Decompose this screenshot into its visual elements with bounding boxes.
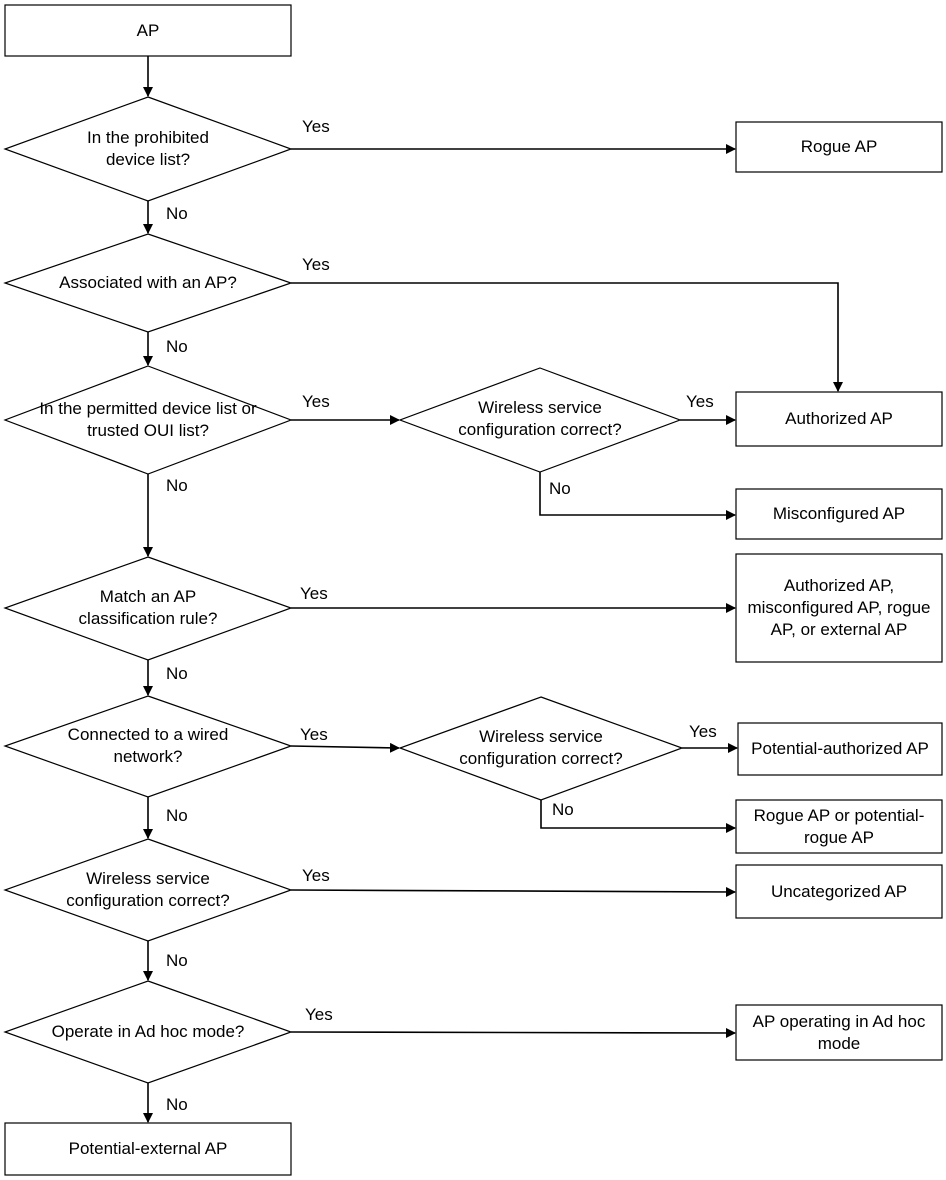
edge-label-adhoc-no: No	[166, 1095, 188, 1114]
label-uncategorized-ap: Uncategorized AP	[770, 881, 908, 901]
edge-label-permitted-no: No	[166, 476, 188, 495]
box-rogue-ap	[735, 121, 943, 173]
edge-label-wireless-cfg-2-no: No	[552, 800, 574, 819]
edge-label-permitted-yes: Yes	[302, 392, 330, 411]
box-classification-result	[735, 553, 943, 663]
edge-label-prohibited-no: No	[166, 204, 188, 223]
edge-label-adhoc-yes: Yes	[305, 1005, 333, 1024]
label-potential-external-ap: Potential-external AP	[68, 1139, 228, 1158]
edge-wireless-cfg-2-no	[540, 800, 736, 833]
edge-label-wireless-cfg-3-yes: Yes	[302, 866, 330, 885]
label-prohibited: In the prohibited device list?	[87, 128, 209, 169]
box-misconfigured-ap	[735, 488, 943, 540]
edge-label-associated-yes: Yes	[302, 255, 330, 274]
label-permitted: In the permitted device list or trusted …	[39, 399, 257, 440]
label-wired: Connected to a wired network?	[67, 725, 229, 766]
edge-label-wireless-cfg-1-no: No	[549, 479, 571, 498]
edge-label-prohibited-yes: Yes	[302, 117, 330, 136]
label-classification-result: Authorized AP, misconfigured AP, rogue A…	[747, 576, 931, 639]
box-potential-authorized-ap	[737, 722, 943, 776]
edge-wired-yes	[290, 742, 400, 753]
box-uncategorized-ap	[735, 864, 943, 919]
edge-label-wireless-cfg-1-yes: Yes	[686, 392, 714, 411]
box-ap	[4, 4, 292, 57]
edge-associated-yes	[291, 282, 843, 392]
edge-wireless-cfg-3-yes	[290, 886, 736, 897]
edge-label-classification-yes: Yes	[300, 584, 328, 603]
box-potential-external-ap	[4, 1122, 292, 1176]
label-adhoc-ap: AP operating in Ad hoc mode	[752, 1011, 926, 1053]
label-rogue-ap: Rogue AP	[800, 137, 878, 156]
label-potential-authorized-ap: Potential-authorized AP	[751, 739, 929, 758]
label-wireless-cfg-1: Wireless service configuration correct?	[458, 398, 622, 439]
box-authorized-ap	[735, 391, 943, 447]
edge-label-wired-no: No	[166, 806, 188, 825]
label-wireless-cfg-2: Wireless service configuration correct?	[459, 727, 623, 768]
edge-label-associated-no: No	[166, 337, 188, 356]
edge-label-wired-yes: Yes	[300, 725, 328, 744]
edge-label-classification-no: No	[166, 664, 188, 683]
label-wireless-cfg-3: Wireless service configuration correct?	[66, 869, 230, 910]
edge-adhoc-yes	[290, 1027, 736, 1038]
label-associated: Associated with an AP?	[59, 273, 237, 292]
box-adhoc-ap	[735, 1004, 943, 1061]
label-classification-rule: Match an AP classification rule?	[78, 587, 218, 628]
label-adhoc: Operate in Ad hoc mode?	[51, 1022, 245, 1041]
label-authorized-ap: Authorized AP	[785, 409, 893, 428]
label-ap: AP	[136, 20, 160, 40]
edge-wireless-cfg-1-no	[539, 472, 736, 520]
edge-label-wireless-cfg-2-yes: Yes	[689, 722, 717, 741]
edge-label-wireless-cfg-3-no: No	[166, 951, 188, 970]
label-rogue-or-potential-rogue: Rogue AP or potential-rogue AP	[753, 805, 925, 847]
label-misconfigured-ap: Misconfigured AP	[772, 504, 906, 523]
box-rogue-or-potential-rogue	[735, 799, 943, 854]
